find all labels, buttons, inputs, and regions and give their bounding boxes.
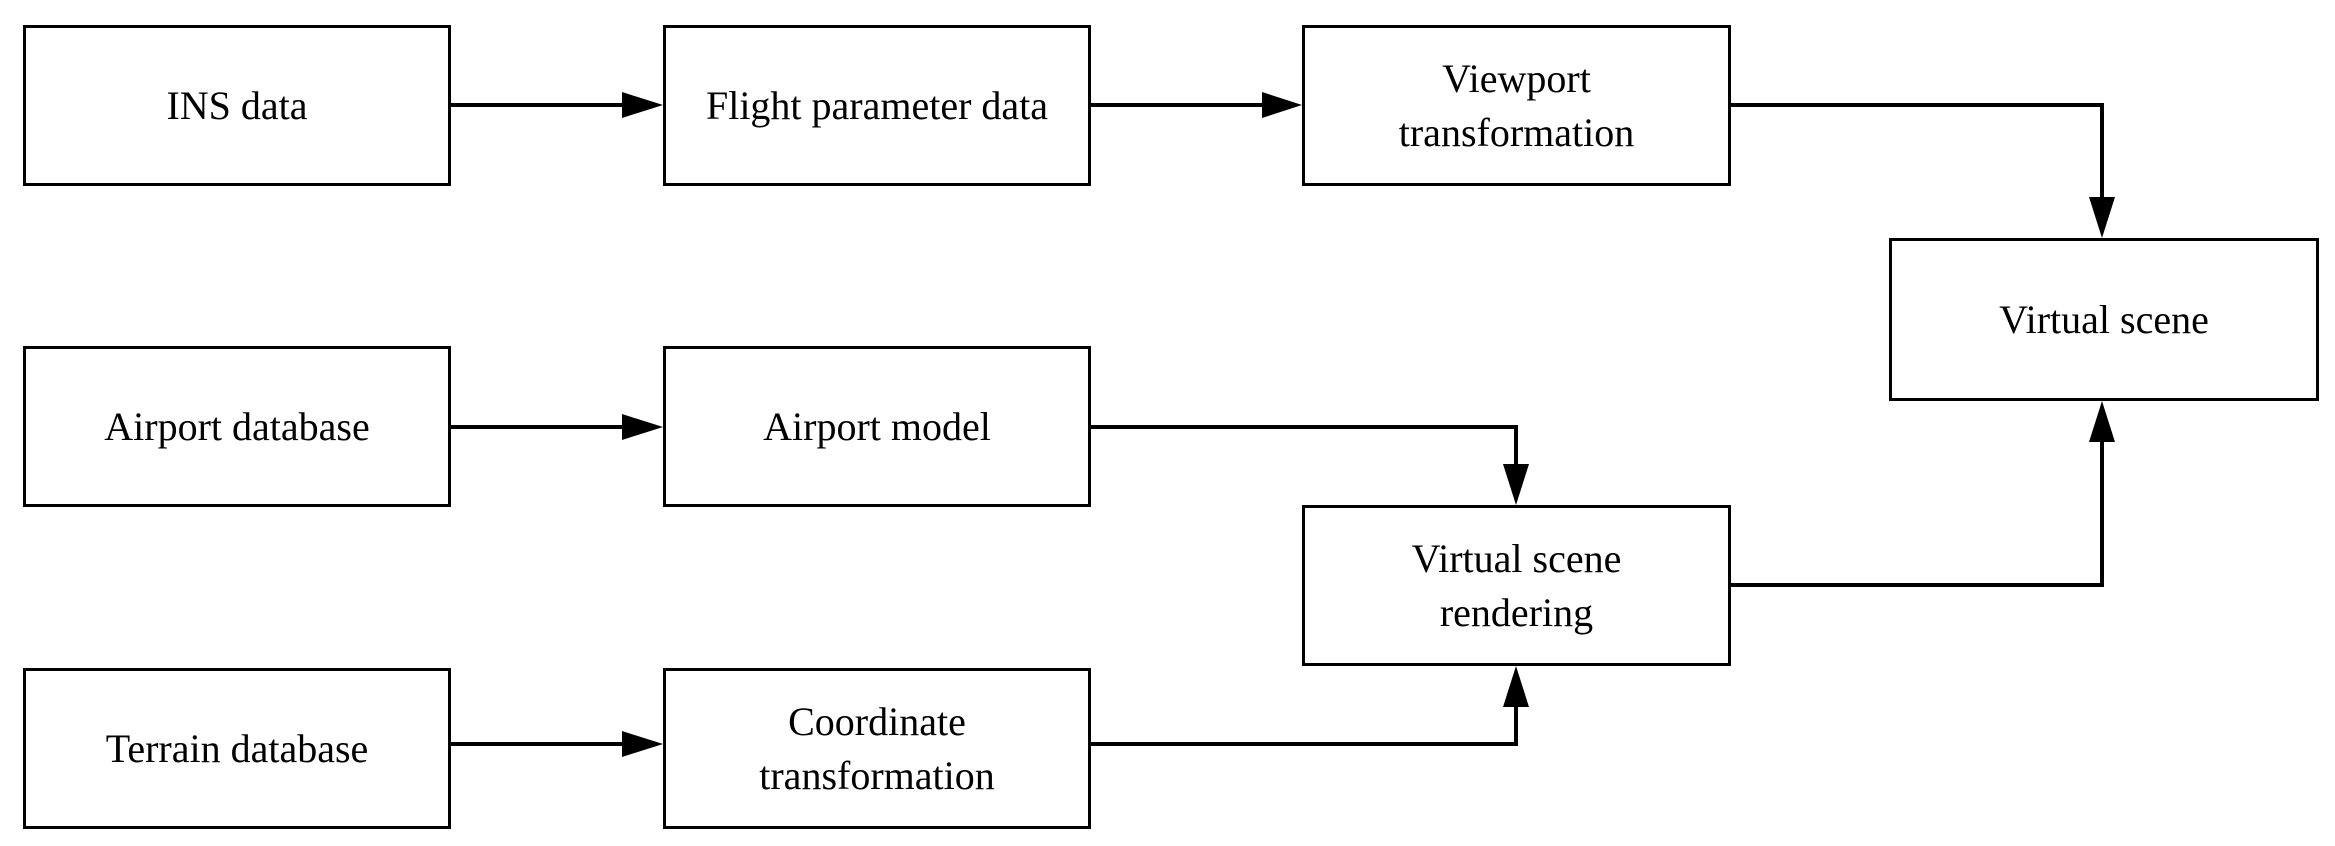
node-flight-parameter-data: Flight parameter data [663, 25, 1091, 186]
node-ins-data: INS data [23, 25, 451, 186]
node-label: Virtual scene rendering [1411, 535, 1622, 635]
edge-airport-database-to-airport-model [451, 414, 663, 440]
edge-ins-to-flight-parameter [451, 92, 663, 118]
node-label: Viewport transformation [1398, 55, 1635, 155]
node-label: Coordinate transformation [759, 698, 995, 798]
edge-flight-parameter-to-viewport [1091, 92, 1302, 118]
node-label: Terrain database [105, 725, 369, 771]
node-label: Flight parameter data [705, 82, 1049, 128]
edge-viewport-to-virtual-scene [1731, 103, 2115, 238]
node-terrain-database: Terrain database [23, 668, 451, 829]
edge-airport-model-to-rendering [1091, 425, 1529, 505]
node-label: Airport model [763, 403, 991, 449]
edge-rendering-to-virtual-scene [1731, 401, 2115, 587]
node-label: Virtual scene [1999, 296, 2209, 342]
node-label: Airport database [104, 403, 370, 449]
node-label: INS data [166, 82, 308, 128]
node-airport-database: Airport database [23, 346, 451, 507]
node-coordinate-transformation: Coordinate transformation [663, 668, 1091, 829]
node-virtual-scene-rendering: Virtual scene rendering [1302, 505, 1731, 666]
node-virtual-scene: Virtual scene [1889, 238, 2319, 401]
edge-terrain-to-coordinate [451, 731, 663, 757]
node-viewport-transformation: Viewport transformation [1302, 25, 1731, 186]
node-airport-model: Airport model [663, 346, 1091, 507]
edge-coordinate-to-rendering [1091, 666, 1529, 746]
